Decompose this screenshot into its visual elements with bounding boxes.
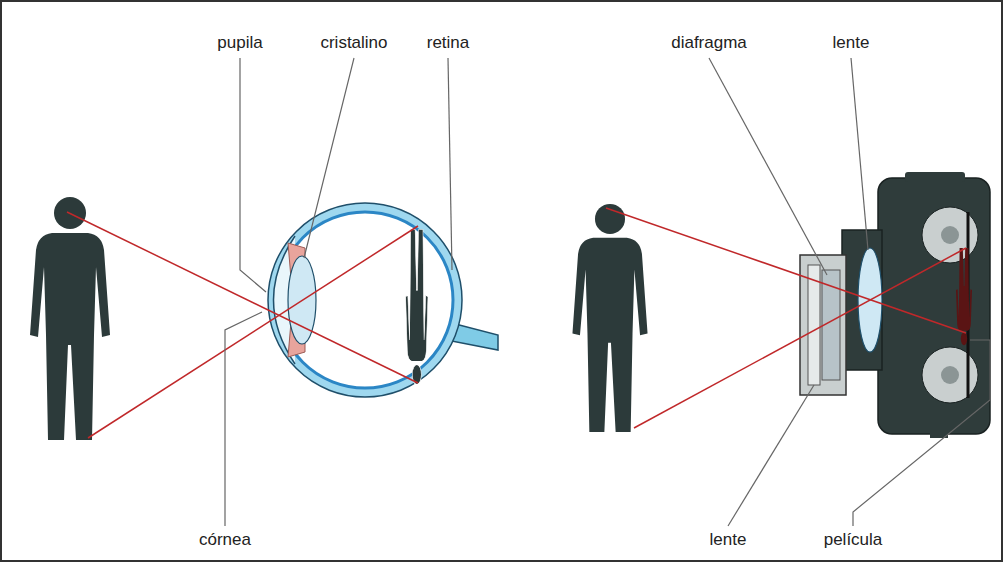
retina-image bbox=[406, 229, 428, 385]
camera bbox=[800, 172, 990, 438]
light-rays bbox=[606, 208, 966, 428]
camera-body bbox=[878, 178, 990, 434]
camera-top bbox=[905, 172, 965, 182]
part-label: pupila bbox=[215, 33, 264, 53]
part-label: córnea bbox=[197, 530, 253, 550]
front-lens bbox=[808, 265, 820, 385]
film-spool bbox=[922, 207, 978, 263]
part-label: lente bbox=[831, 33, 872, 53]
part-label: diafragma bbox=[669, 33, 749, 53]
person-silhouette bbox=[572, 204, 647, 432]
leader-lines bbox=[225, 58, 990, 526]
spool-hub bbox=[941, 226, 959, 244]
person-silhouette bbox=[30, 197, 110, 440]
part-label: retina bbox=[425, 33, 472, 53]
film-spool bbox=[922, 347, 978, 403]
part-label: cristalino bbox=[318, 33, 389, 53]
light-rays bbox=[67, 212, 418, 438]
lens-barrel bbox=[842, 230, 882, 370]
spool-hub bbox=[941, 366, 959, 384]
part-label: lente bbox=[708, 530, 749, 550]
part-label: película bbox=[822, 530, 885, 550]
sclera bbox=[268, 203, 462, 397]
